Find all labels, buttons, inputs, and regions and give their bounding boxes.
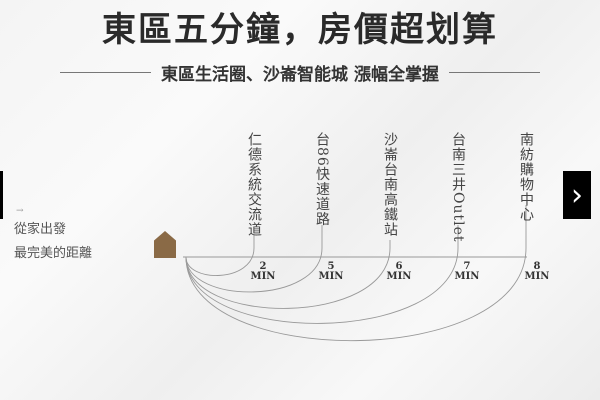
chevron-right-icon: ›	[571, 177, 583, 213]
minutes-value: 8	[533, 261, 541, 272]
minutes-unit: MIN	[250, 271, 276, 282]
intro-line-2: 最完美的距離	[14, 246, 93, 261]
destination-label: 台86快速道路	[314, 132, 330, 227]
minutes-value: 7	[463, 261, 471, 272]
minutes-value: 2	[259, 261, 267, 272]
route-connector	[185, 240, 391, 309]
minutes-unit: MIN	[318, 271, 344, 282]
house-icon	[154, 231, 176, 258]
prev-slide-button[interactable]	[0, 171, 3, 219]
intro-text: 從家出發 最完美的距離	[14, 218, 92, 266]
minutes-unit: MIN	[524, 271, 550, 282]
subtitle: 東區生活圈、沙崙智能城 漲幅全掌握	[161, 65, 439, 85]
destination-label: 仁德系統交流道	[246, 132, 262, 237]
divider	[60, 72, 152, 73]
route-connector	[185, 225, 323, 293]
divider	[448, 72, 541, 73]
subtitle-row: 東區生活圈、沙崙智能城 漲幅全掌握	[60, 60, 541, 85]
minutes-unit: MIN	[454, 271, 480, 282]
minutes-value: 5	[327, 261, 335, 272]
route-connector	[185, 235, 255, 276]
page-title: 東區五分鐘，房價超划算	[102, 10, 498, 50]
next-slide-button[interactable]: ›	[563, 171, 591, 219]
arrow-icon: →	[16, 206, 24, 216]
destination-label: 台南三井Outlet	[450, 132, 466, 243]
destination-label: 沙崙台南高鐵站	[382, 132, 398, 237]
intro-line-1: 從家出發	[14, 222, 67, 237]
minutes-unit: MIN	[386, 271, 412, 282]
minutes-value: 6	[395, 261, 403, 272]
route-connector	[185, 225, 459, 324]
destination-label: 南紡購物中心	[518, 132, 534, 222]
